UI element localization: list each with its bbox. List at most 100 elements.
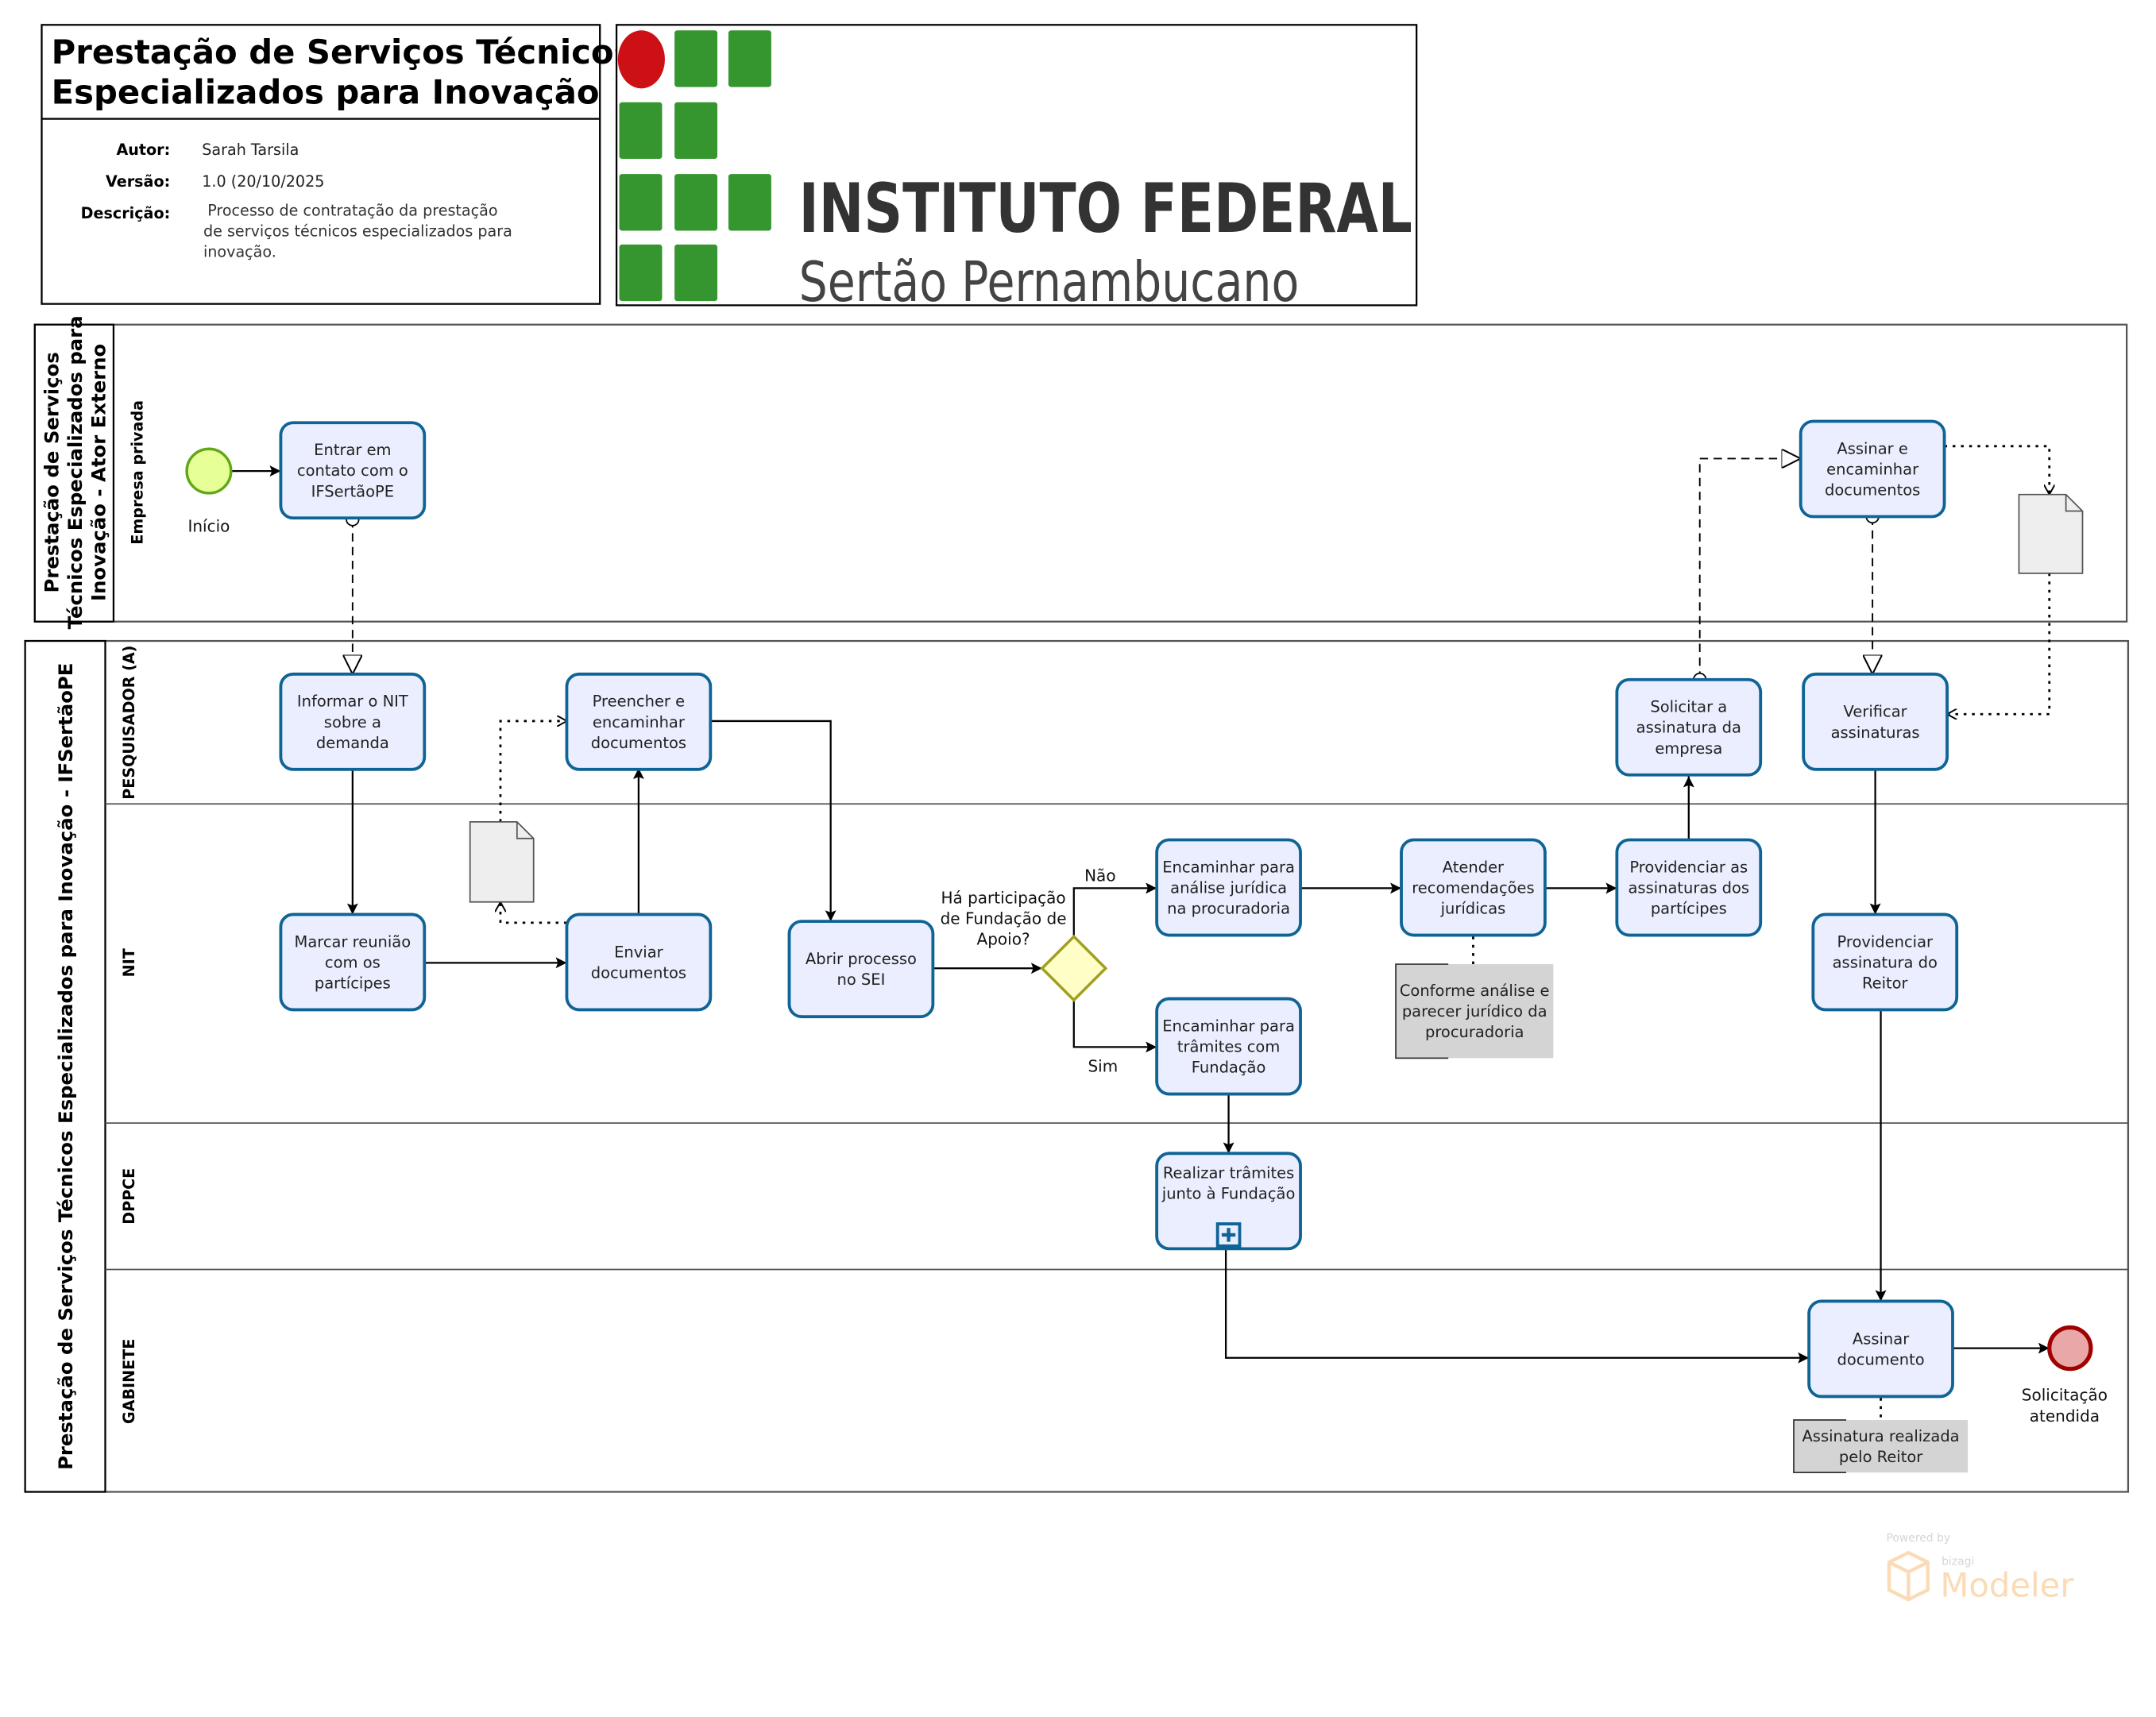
task-label-line: Abrir processo	[806, 950, 917, 968]
diagram-title-line-2: Especializados para Inovação	[52, 72, 600, 111]
task-t7[interactable]: Encaminhar para análise jurídica na procur…	[1155, 838, 1302, 937]
pool-internal-title: Prestação de Serviços Técnicos Especiali…	[54, 663, 77, 1470]
author-value: Sarah Tarsila	[202, 141, 299, 159]
task-label-line: Solicitar a	[1650, 698, 1727, 716]
header-box: Prestação de Serviços Técnicos Especiali…	[41, 24, 634, 305]
task-t9[interactable]: Atender recomendações jurídicas	[1400, 838, 1547, 937]
text-annotation: Assinatura realizada pelo Reitor	[1793, 1419, 1969, 1474]
task-label-line: Entrar em	[314, 441, 391, 459]
version-label: Versão:	[106, 172, 170, 191]
bizagi-cube-icon	[1887, 1550, 1930, 1602]
lane-gabinete: GABINETE	[120, 1339, 138, 1424]
description-label: Descrição:	[81, 204, 171, 222]
connections	[230, 445, 2050, 1421]
data-object-documents-1[interactable]	[469, 821, 535, 903]
task-label-line: trâmites com	[1177, 1038, 1280, 1056]
task-label-line: partícipes	[1651, 900, 1727, 918]
sequence-flow	[1072, 1000, 1157, 1053]
logo-green-square	[619, 244, 663, 302]
sequence-flow	[1224, 1250, 1810, 1364]
description-line-2: de serviços técnicos especializados para	[203, 222, 512, 240]
task-label-line: Providenciar	[1837, 932, 1934, 951]
logo-red-circle	[617, 30, 665, 89]
task-label-line: recomendações	[1412, 878, 1534, 897]
annotation-line: Conforme análise e	[1400, 982, 1550, 1000]
author-label: Autor:	[116, 141, 170, 159]
task-label-line: com os	[325, 953, 381, 971]
annotation-line: parecer jurídico da	[1402, 1002, 1547, 1021]
logo-green-square	[619, 102, 663, 160]
gateway-yes-label: Sim	[1088, 1057, 1118, 1076]
exclusive-gateway[interactable]	[1040, 934, 1108, 1002]
diagram-title-line-1: Prestação de Serviços Técnicos	[52, 33, 634, 71]
task-label-line: documentos	[591, 734, 686, 752]
task-label-line: assinatura do	[1833, 953, 1938, 971]
pool-external-title-3: Inovação - Ator Externo	[87, 344, 110, 601]
logo-line-2: Sertão Pernambucano	[799, 250, 1300, 314]
association	[499, 721, 566, 822]
task-label-line: análise jurídica	[1170, 878, 1287, 897]
subprocess-expand-icon[interactable]	[1215, 1222, 1242, 1248]
data-object-documents-2[interactable]	[2018, 493, 2084, 574]
pool-internal: Prestação de Serviços Técnicos Especiali…	[24, 639, 2130, 1493]
logo-green-square	[728, 30, 771, 87]
task-label-line: Preencher e	[593, 693, 685, 711]
task-label-line: assinatura da	[1636, 719, 1741, 737]
end-event-label-1: Solicitação	[2022, 1386, 2108, 1405]
gateway-question-2: de Fundação de	[941, 909, 1067, 928]
logo-green-square	[674, 30, 718, 87]
lane-dppce: DPPCE	[120, 1168, 138, 1225]
start-event[interactable]	[185, 447, 233, 495]
task-label-line: documento	[1837, 1350, 1924, 1368]
watermark-brand: bizagi	[1942, 1556, 1974, 1568]
task-label-line: sobre a	[324, 713, 381, 731]
task-label-line: Encaminhar para	[1162, 858, 1295, 876]
task-label-line: junto à Fundação	[1161, 1185, 1296, 1203]
logo-green-square	[619, 174, 663, 231]
message-flow	[1698, 458, 1801, 680]
task-label-line: na procuradoria	[1167, 900, 1290, 918]
sequence-flow	[1072, 882, 1157, 937]
bizagi-watermark: Powered by bizagi Modeler	[1887, 1532, 2075, 1605]
logo-green-square	[674, 102, 718, 160]
sequence-flow	[710, 720, 837, 922]
logo-line-1: INSTITUTO FEDERAL	[799, 170, 1412, 249]
gateway-question-3: Apoio?	[977, 930, 1030, 949]
task-t2[interactable]: Informar o NIT sobre a demanda	[279, 672, 427, 771]
text-annotation: Conforme análise e parecer jurídico da pro…	[1395, 963, 1554, 1059]
annotation-line: procuradoria	[1425, 1023, 1524, 1041]
task-label-line: jurídicas	[1440, 900, 1506, 918]
task-label-line: partícipes	[315, 974, 391, 992]
description-line-1: Processo de contratação da prestação	[207, 201, 497, 219]
task-label-line: Atender	[1443, 858, 1504, 876]
end-event[interactable]	[2047, 1325, 2093, 1372]
lane-nit: NIT	[120, 948, 138, 977]
task-label-line: encaminhar	[1826, 460, 1918, 478]
task-label-line: documentos	[1825, 481, 1920, 500]
lane-empresa-privada: Empresa privada	[128, 400, 146, 545]
logo-green-square	[728, 174, 771, 231]
watermark-product: Modeler	[1940, 1566, 2074, 1605]
annotation-line: Assinatura realizada	[1802, 1427, 1959, 1445]
task-label-line: assinaturas	[1831, 723, 1920, 742]
lane-pesquisador: PESQUISADOR (A)	[120, 646, 138, 800]
annotation-line: pelo Reitor	[1839, 1448, 1922, 1466]
description-line-3: inovação.	[203, 243, 276, 261]
task-label-line: demanda	[316, 734, 389, 752]
task-label-line: Informar o NIT	[297, 693, 408, 711]
